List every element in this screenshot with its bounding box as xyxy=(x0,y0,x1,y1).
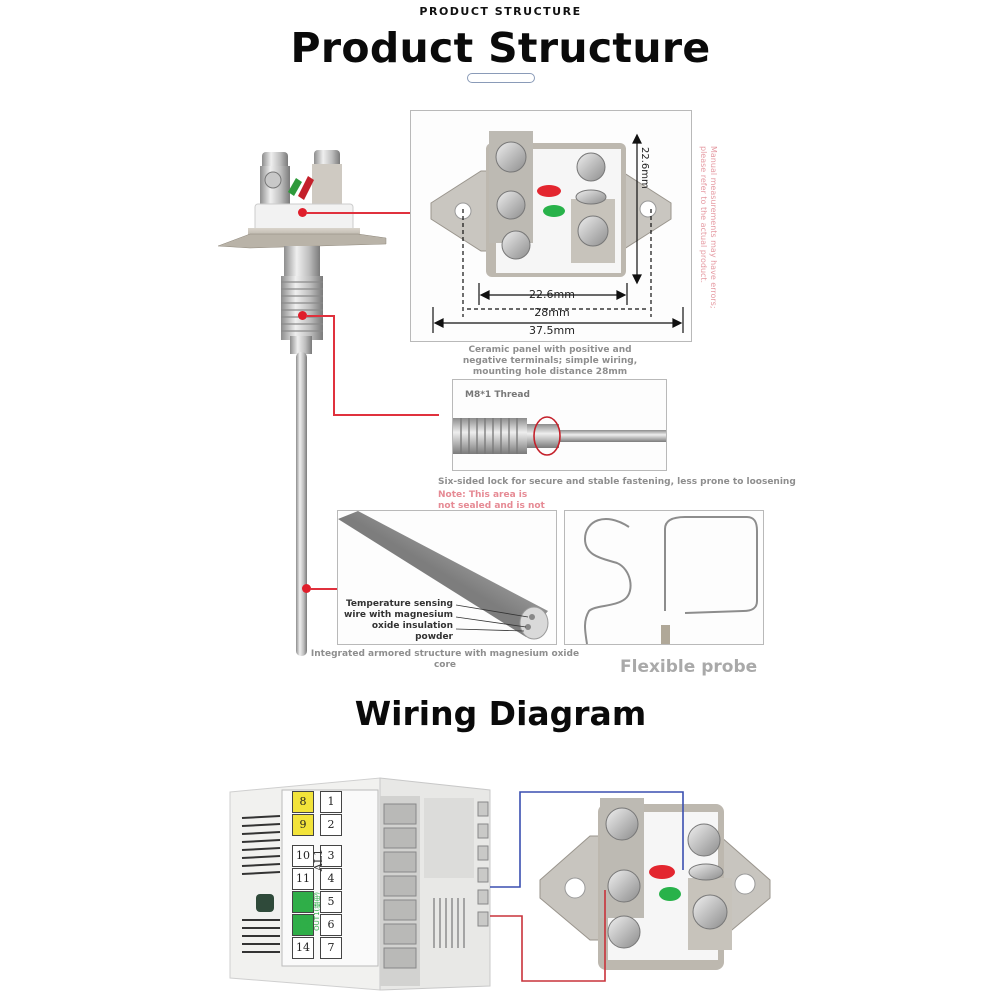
sensing-wire-label: Temperature sensing wire with magnesium … xyxy=(338,599,453,643)
probe-tip-frame: Temperature sensing wire with magnesium … xyxy=(337,510,557,645)
thread-detail-image xyxy=(453,416,666,456)
measurement-disclaimer: Manual measurements may have errors; ple… xyxy=(699,146,718,309)
terminal-10: 10 xyxy=(292,845,314,867)
label-line: oxide insulation xyxy=(371,621,453,631)
callout-line-thread-b xyxy=(333,315,335,415)
ceramic-terminal-wiring-image xyxy=(539,798,771,970)
probe-tip-image xyxy=(338,511,549,640)
temperature-controller-image xyxy=(229,777,491,991)
ceramic-panel-caption: Ceramic panel with positive and negative… xyxy=(440,345,660,378)
flexible-probe-frame xyxy=(564,510,764,645)
flexible-probe-image xyxy=(583,516,758,644)
note-line: Note: This area is xyxy=(438,490,528,500)
callout-dot-ceramic xyxy=(298,208,307,217)
output-label: OUT1(继电) xyxy=(313,892,321,931)
label-line: Temperature sensing xyxy=(345,599,453,609)
ceramic-panel-frame: 22.6mm 22.6mm 28mm 37.5mm xyxy=(410,110,692,342)
terminal-9: 9 xyxy=(292,814,314,836)
alarm-label: AL1 xyxy=(312,849,325,872)
wiring-connections xyxy=(490,791,684,982)
callout-line-thread-a xyxy=(306,315,334,317)
callout-line-sheath xyxy=(310,588,338,590)
red-wire xyxy=(490,890,606,982)
dim-hole-distance-label: 28mm xyxy=(534,306,570,319)
caption-line: Ceramic panel with positive and xyxy=(468,345,632,355)
caption-line: negative terminals; simple wiring, xyxy=(462,356,638,366)
blue-wire xyxy=(490,791,684,888)
section-eyebrow: PRODUCT STRUCTURE xyxy=(419,5,582,18)
terminal-4: 4 xyxy=(320,868,342,890)
terminal-2: 2 xyxy=(320,814,342,836)
terminal-13: 13 xyxy=(292,914,314,936)
terminal-1: 1 xyxy=(320,791,342,813)
dim-inner-width-label: 22.6mm xyxy=(529,288,575,301)
thermocouple-probe-illustration xyxy=(217,150,387,656)
thread-caption: Six-sided lock for secure and stable fas… xyxy=(438,477,796,487)
terminal-screws xyxy=(260,150,342,208)
caption-line: mounting hole distance 28mm xyxy=(472,367,628,377)
terminal-11: 11 xyxy=(292,868,314,890)
dim-height-label: 22.6mm xyxy=(639,147,650,189)
probe-tip-caption: Integrated armored structure with magnes… xyxy=(310,649,580,671)
thread-spec-label: M8*1 Thread xyxy=(465,390,530,400)
title-underline-decoration xyxy=(467,73,535,83)
terminal-5: 5 xyxy=(320,891,342,913)
note-line: not sealed and is not xyxy=(438,501,545,511)
terminal-14: 14 xyxy=(292,937,314,959)
flexible-probe-title: Flexible probe xyxy=(620,657,758,677)
label-line: powder xyxy=(415,632,453,642)
terminal-12: 12 xyxy=(292,891,314,913)
terminal-6: 6 xyxy=(320,914,342,936)
callout-line-thread-c xyxy=(333,414,439,416)
callout-line-ceramic xyxy=(306,212,410,214)
callout-dot-thread xyxy=(298,311,307,320)
caption-line: core xyxy=(433,660,457,670)
ceramic-panel-image xyxy=(430,131,684,333)
dim-total-width-label: 37.5mm xyxy=(529,324,575,337)
thread-detail-frame: M8*1 Thread xyxy=(452,379,667,471)
page-title: Product Structure xyxy=(290,24,711,72)
terminal-7: 7 xyxy=(320,937,342,959)
callout-dot-sheath xyxy=(302,584,311,593)
label-line: wire with magnesium xyxy=(344,610,453,620)
terminal-3: 3 xyxy=(320,845,342,867)
terminal-8: 8 xyxy=(292,791,314,813)
caption-line: Integrated armored structure with magnes… xyxy=(310,649,580,659)
wiring-diagram-title: Wiring Diagram xyxy=(354,694,647,733)
